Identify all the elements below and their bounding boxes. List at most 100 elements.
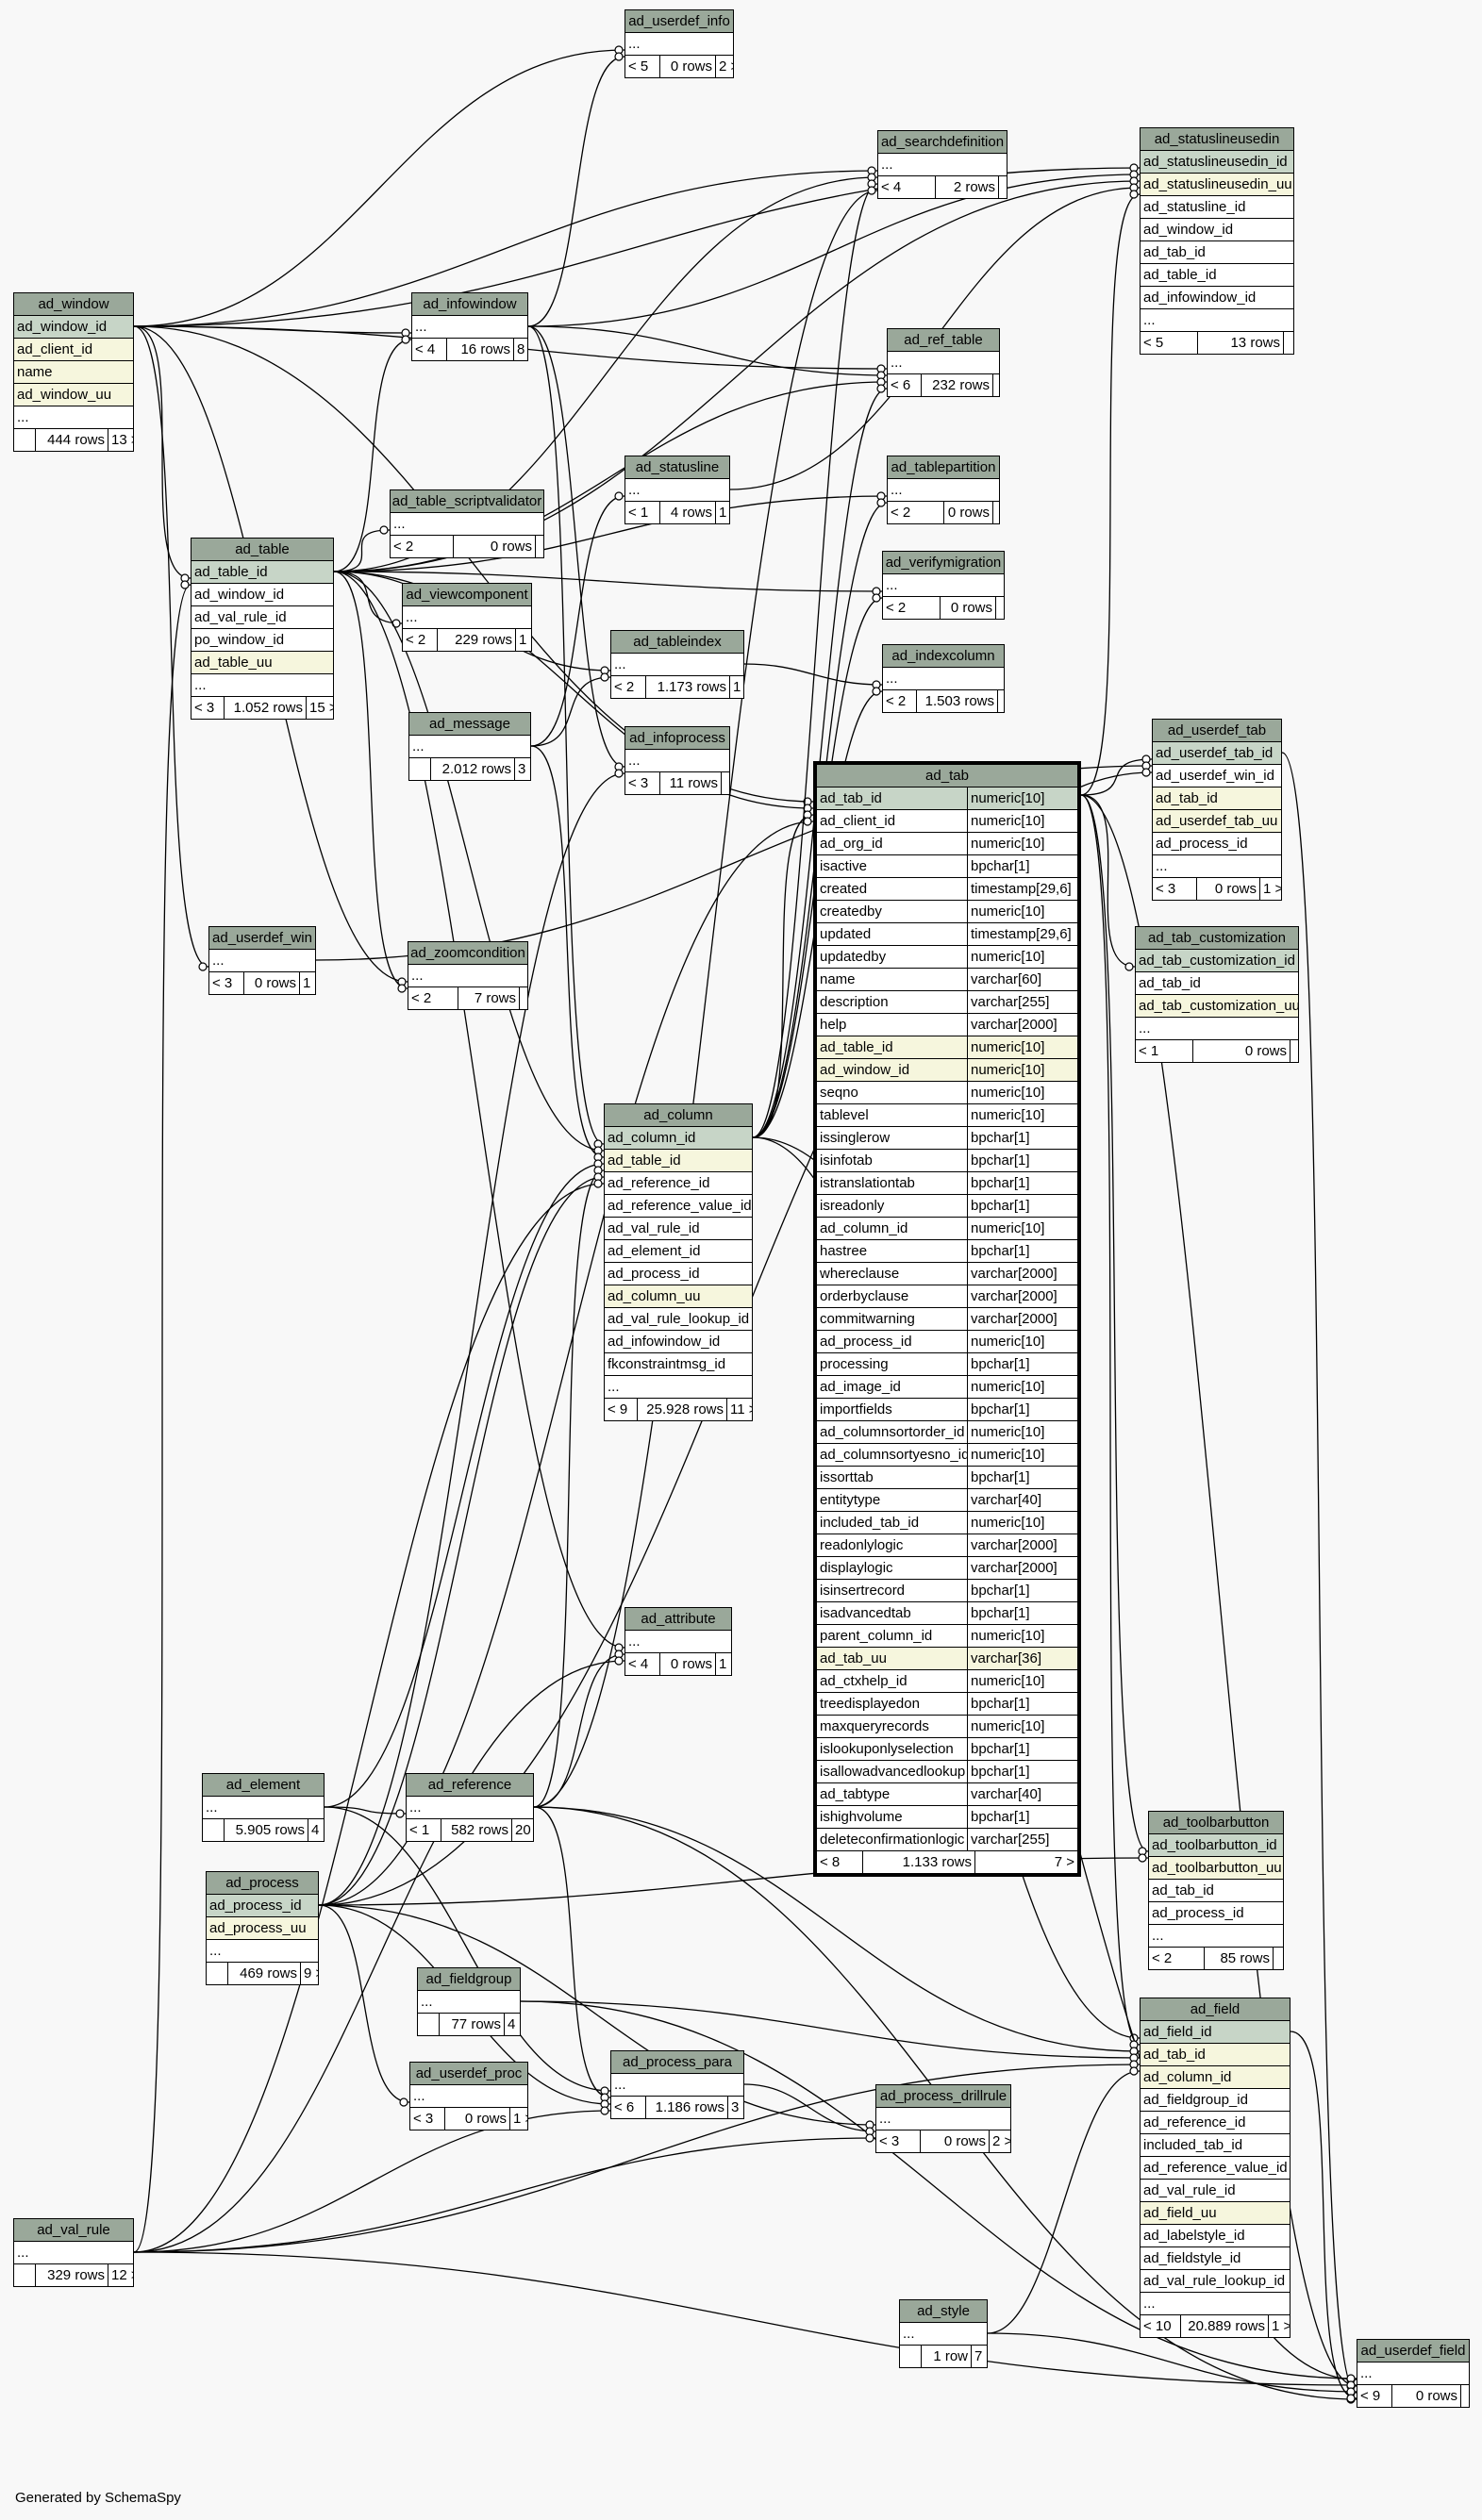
column-type: numeric[10] [967, 946, 1077, 968]
relationship-line [530, 745, 605, 1158]
table-column-row: ad_val_rule_id [605, 1218, 752, 1240]
table-header: ad_toolbarbutton [1149, 1812, 1283, 1834]
column-type: varchar[2000] [967, 1263, 1077, 1285]
footer-parents: < 6 [614, 2099, 635, 2115]
column-name: included_tab_id [820, 1515, 920, 1531]
column-name: ad_tab_id [820, 790, 882, 806]
column-name: ... [614, 656, 626, 672]
table-column-row: ad_userdef_tab_id [1153, 742, 1281, 765]
column-name: updatedby [820, 949, 887, 965]
table-column-row: ad_column_id [1141, 2066, 1290, 2089]
column-name: ad_val_rule_id [194, 609, 287, 625]
column-type: bpchar[1] [967, 1738, 1077, 1760]
relationship-line [520, 2000, 1357, 2379]
column-type: numeric[10] [967, 1670, 1077, 1692]
footer-children: 11 > [726, 1399, 752, 1420]
column-name: ad_tab_uu [820, 1650, 887, 1666]
column-type: varchar[2000] [967, 1308, 1077, 1330]
column-type: varchar[36] [967, 1648, 1077, 1669]
relationship-endpoint [1124, 962, 1134, 971]
footer-children: 4 > [308, 1819, 324, 1841]
footer-rows: 1.133 rows [862, 1851, 974, 1873]
column-name: ad_reference_value_id [608, 1198, 752, 1214]
relationship-endpoint [379, 525, 389, 535]
footer-children: 2 > [989, 2130, 1010, 2152]
column-name: ... [1360, 2365, 1373, 2381]
column-name: ad_columnsortorder_id [820, 1424, 965, 1440]
column-name: ... [421, 1994, 433, 2010]
footer-rows: 7 rows [458, 987, 519, 1009]
column-name: issinglerow [820, 1130, 891, 1146]
column-name: deleteconfirmationlogic [820, 1832, 965, 1848]
table-column-row: ad_tab_id [1153, 788, 1281, 810]
footer-parents: < 2 [393, 539, 414, 555]
column-name: ad_process_id [608, 1266, 700, 1282]
column-name: ... [886, 577, 898, 593]
footer-rows: 0 rows [1196, 878, 1259, 900]
column-name: ad_image_id [820, 1379, 901, 1395]
footer-rows: 77 rows [439, 2014, 504, 2035]
relationship-line [333, 571, 408, 989]
table-column-row: ... [611, 2074, 743, 2097]
column-name: ad_window_id [194, 587, 285, 603]
footer-rows: 4 rows [659, 502, 715, 523]
column-name: isallowadvancedlookup [820, 1764, 966, 1780]
relationship-endpoint [872, 593, 881, 603]
column-name: ad_infowindow_id [608, 1334, 721, 1350]
relationship-line [1080, 794, 1357, 2387]
relationship-line [1080, 794, 1141, 2046]
column-name: islookuponlyselection [820, 1741, 954, 1757]
column-name: name [17, 364, 53, 380]
table-column-row: ad_toolbarbutton_id [1149, 1834, 1283, 1857]
relationship-line [1080, 794, 1149, 1852]
footer-children: 3 > [514, 758, 530, 780]
column-name: ad_field_id [1143, 2024, 1212, 2040]
column-name: ... [628, 1633, 641, 1650]
relationship-line [533, 1806, 611, 2098]
column-name: ad_tab_id [1156, 790, 1218, 806]
